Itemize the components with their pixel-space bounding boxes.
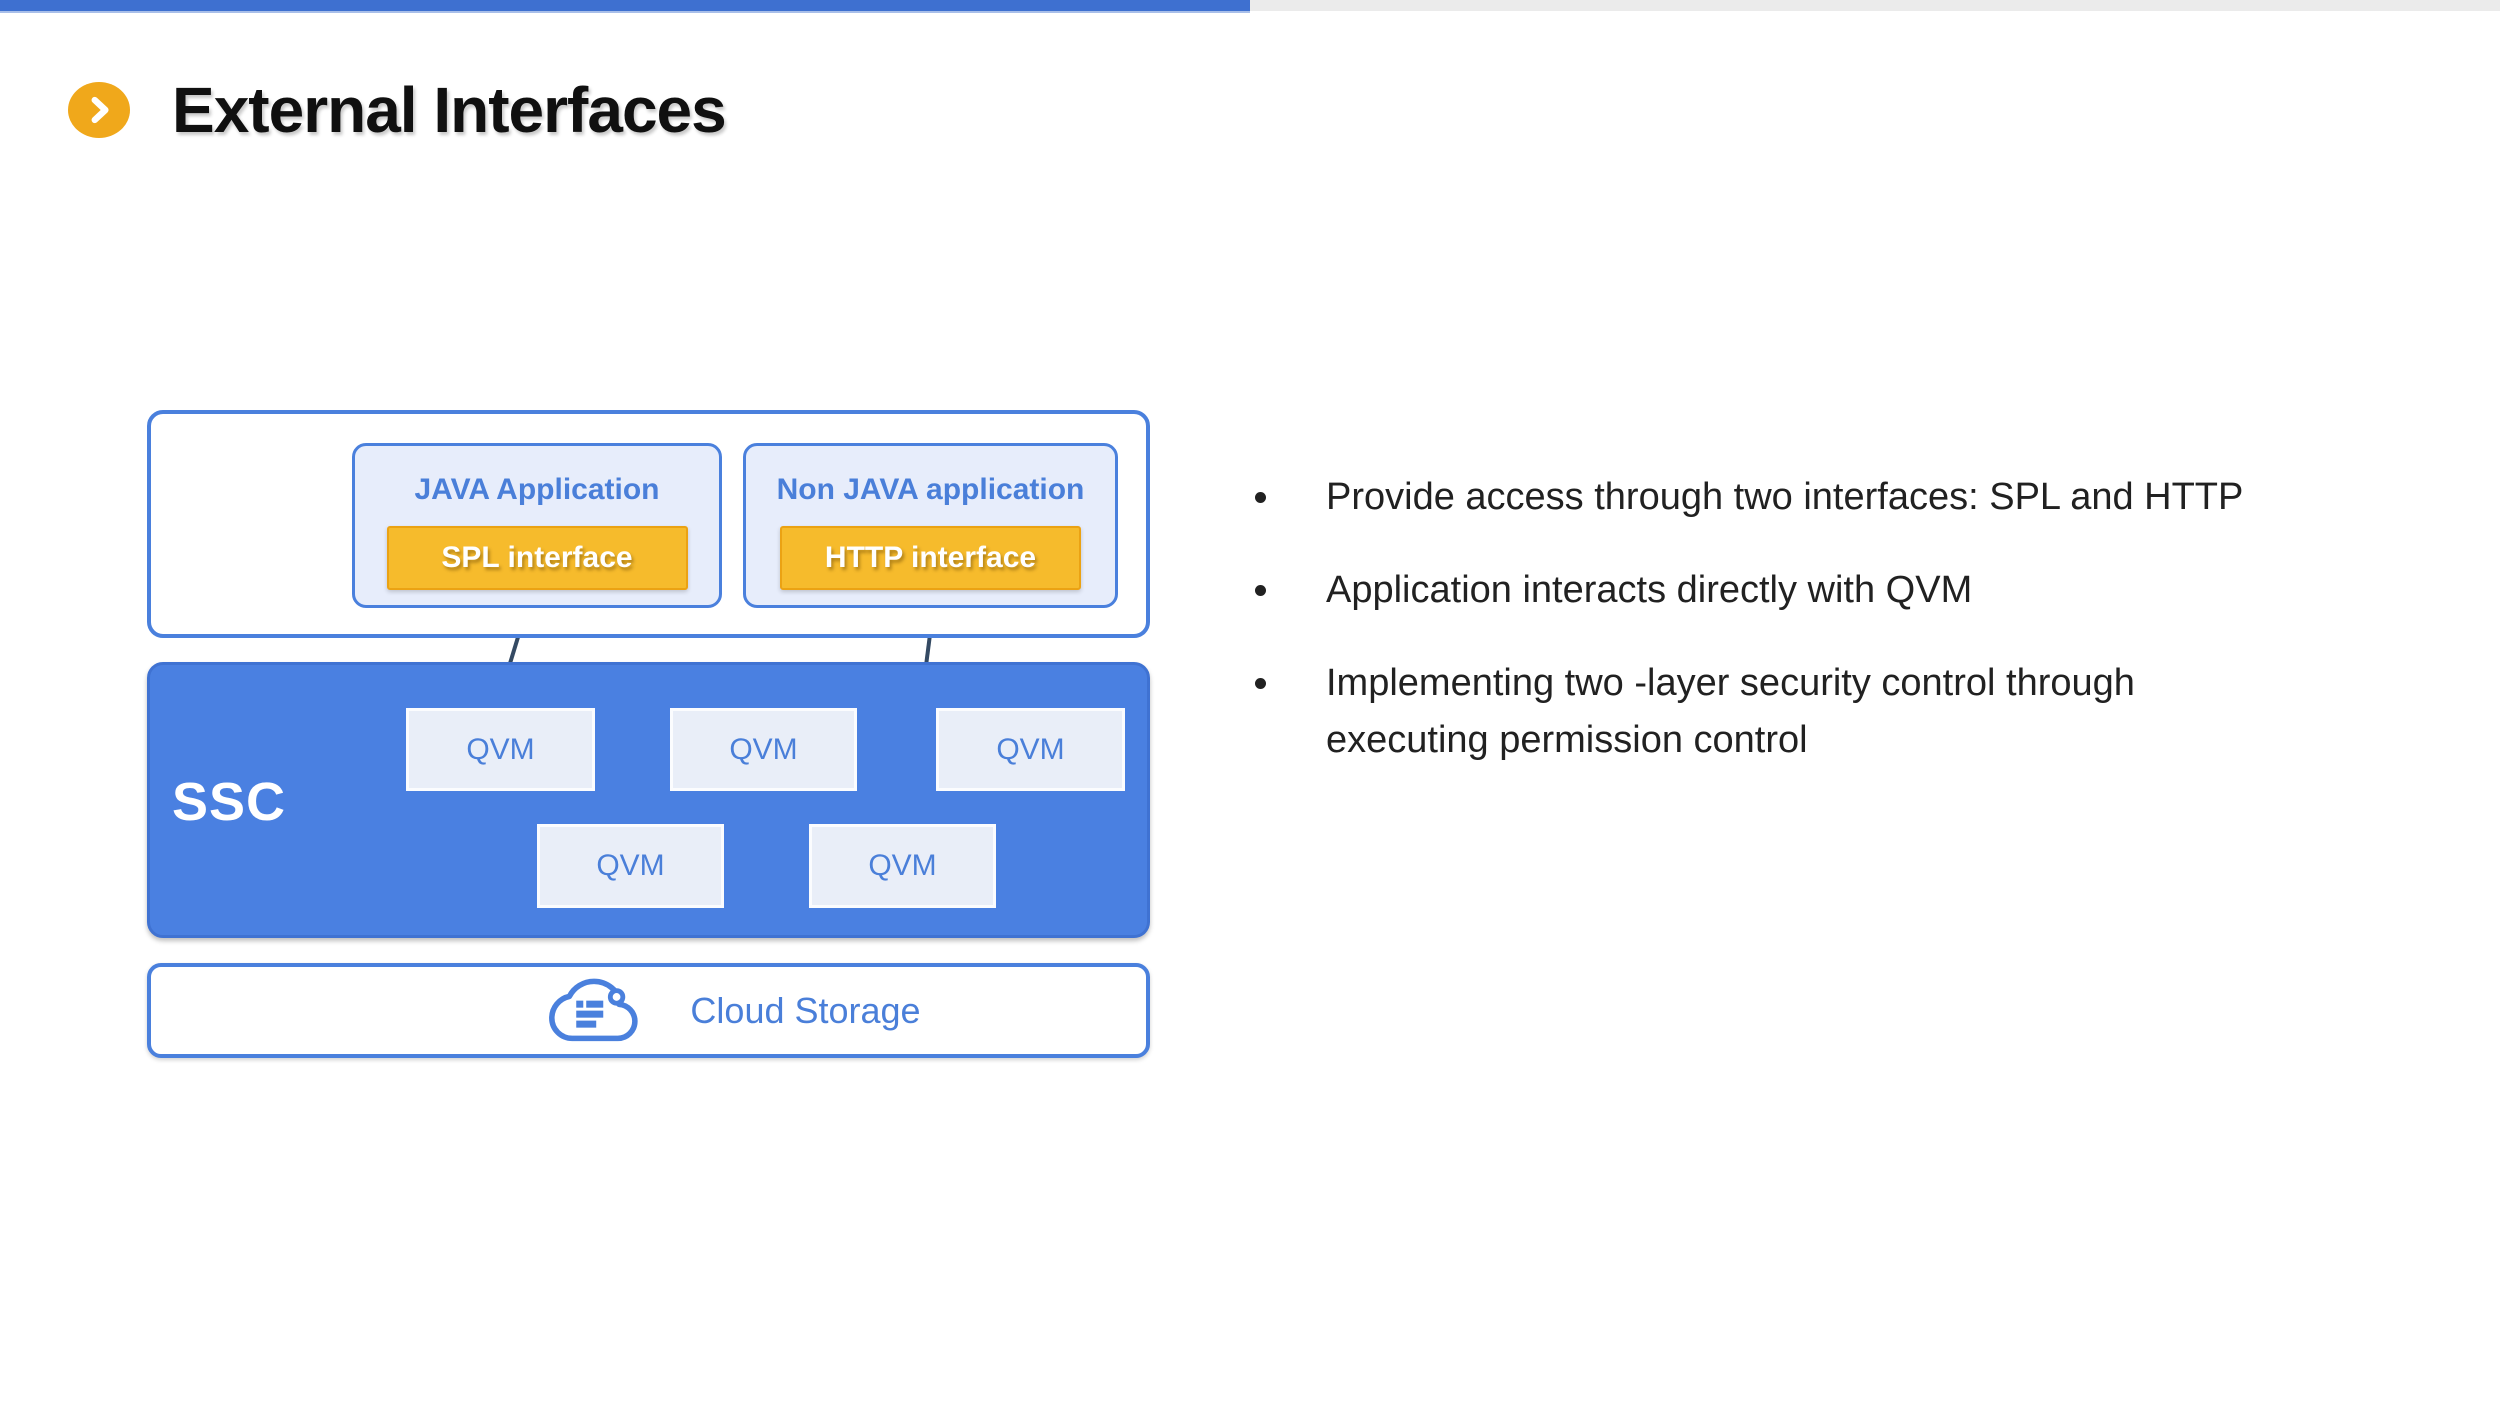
- top-accent-bar-secondary: [1250, 0, 2500, 11]
- chevron-right-icon: [68, 82, 130, 138]
- qvm-box: QVM: [809, 824, 996, 908]
- bullet-text: Implementing two -layer security control…: [1326, 662, 2135, 761]
- qvm-box: QVM: [936, 708, 1125, 791]
- page-title: External Interfaces: [172, 74, 727, 146]
- ssc-box: SSC QVM QVM QVM QVM QVM: [147, 662, 1150, 938]
- bullet-text: Application interacts directly with QVM: [1326, 569, 1973, 611]
- bullet-dot: [1255, 678, 1266, 689]
- list-item: Implementing two -layer security control…: [1255, 655, 2315, 769]
- ssc-label: SSC: [172, 772, 287, 832]
- bullet-dot: [1255, 492, 1266, 503]
- cloud-storage-icon: [546, 974, 642, 1048]
- qvm-box: QVM: [670, 708, 857, 791]
- java-application-label: JAVA Application: [414, 473, 660, 506]
- non-java-application-label: Non JAVA application: [776, 473, 1085, 506]
- non-java-application-box: Non JAVA application HTTP interface: [743, 443, 1118, 608]
- bullet-list: Provide access through two interfaces: S…: [1255, 469, 2315, 805]
- cloud-storage-label: Cloud Storage: [690, 989, 921, 1031]
- http-interface-box: HTTP interface: [780, 526, 1081, 590]
- bullet-text: Provide access through two interfaces: S…: [1326, 476, 2244, 518]
- spl-interface-box: SPL interface: [386, 526, 688, 590]
- cloud-storage-box: Cloud Storage: [147, 963, 1150, 1058]
- qvm-box: QVM: [406, 708, 595, 791]
- list-item: Provide access through two interfaces: S…: [1255, 469, 2315, 526]
- cloud-storage-content: Cloud Storage: [546, 974, 921, 1048]
- qvm-box: QVM: [537, 824, 724, 908]
- top-accent-bar: [0, 0, 1250, 13]
- bullet-dot: [1255, 585, 1266, 596]
- java-application-box: JAVA Application SPL interface: [352, 443, 722, 608]
- list-item: Application interacts directly with QVM: [1255, 562, 2315, 619]
